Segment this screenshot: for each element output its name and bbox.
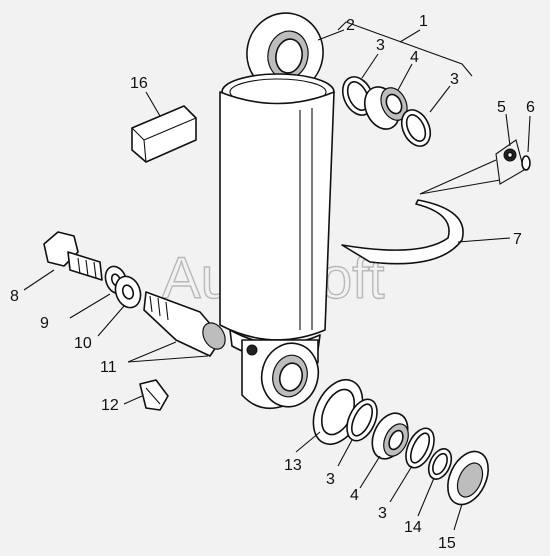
callout-4-upper: 4 — [410, 49, 419, 66]
callout-3-upper-right: 3 — [450, 71, 459, 88]
callout-4-lower: 4 — [350, 487, 359, 504]
callout-16: 16 — [130, 75, 148, 92]
callout-3-upper-left: 3 — [376, 37, 385, 54]
callout-1: 1 — [419, 13, 428, 30]
callout-12: 12 — [101, 397, 119, 414]
leader-lines — [23, 29, 531, 531]
callout-7: 7 — [513, 231, 522, 248]
callout-3-lower-left: 3 — [326, 471, 335, 488]
callout-14: 14 — [404, 519, 422, 536]
band-clamp-assembly — [341, 139, 531, 265]
callout-9: 9 — [40, 315, 49, 332]
callout-13: 13 — [284, 457, 302, 474]
callout-3-lower-right: 3 — [378, 505, 387, 522]
callout-15: 15 — [438, 535, 456, 552]
lower-bushing-set — [312, 379, 489, 506]
upper-bushing-set — [337, 21, 473, 147]
callout-10: 10 — [74, 335, 92, 352]
callout-2: 2 — [346, 17, 355, 34]
bolt-assembly — [43, 231, 226, 411]
rubber-block — [131, 105, 197, 163]
callout-6: 6 — [526, 99, 535, 116]
callout-8: 8 — [10, 288, 19, 305]
callout-11: 11 — [100, 359, 117, 376]
callout-labels: 1 2 3 4 3 5 6 16 7 8 9 10 11 12 13 3 4 3… — [10, 13, 535, 552]
shock-absorber-body — [219, 12, 335, 410]
callout-5: 5 — [497, 99, 506, 116]
